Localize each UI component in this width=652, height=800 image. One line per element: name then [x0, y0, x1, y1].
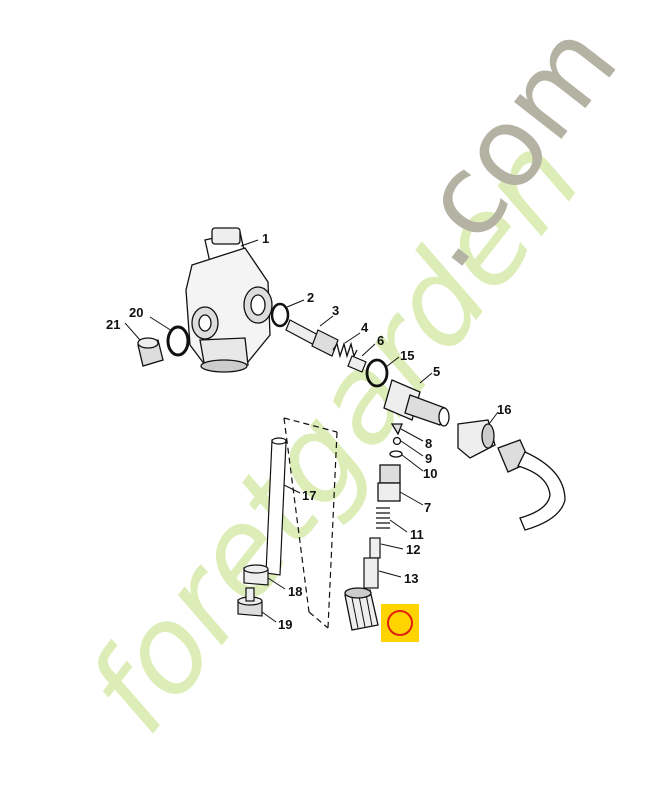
callout-7: 7 — [424, 500, 431, 515]
part-2-o-ring — [270, 302, 290, 328]
part-16-hose-nut — [457, 419, 566, 531]
part-20-seal-ring — [166, 325, 190, 357]
part-21-plug — [137, 337, 164, 367]
watermark: foretgarden .com — [61, 0, 641, 758]
part-3-valve-seat — [285, 319, 339, 357]
callout-8: 8 — [425, 436, 432, 451]
callout-1: 1 — [262, 231, 269, 246]
part-17-tube — [265, 437, 287, 576]
highlight-marker — [381, 604, 419, 642]
callout-2: 2 — [307, 290, 314, 305]
callout-20: 20 — [129, 305, 143, 320]
part-7-fitting — [377, 464, 401, 502]
part-6-valve-cone — [347, 355, 367, 373]
callout-21: 21 — [106, 317, 120, 332]
callout-12: 12 — [406, 542, 420, 557]
callout-13: 13 — [404, 571, 418, 586]
part-18-clamp — [243, 564, 269, 586]
callout-9: 9 — [425, 451, 432, 466]
parts-8-9-10-small-seals — [389, 423, 403, 458]
part-15-o-ring — [365, 358, 389, 388]
callout-11: 11 — [410, 527, 424, 542]
callout-15: 15 — [400, 348, 414, 363]
part-1-valve-body — [185, 227, 273, 373]
part-13-nozzle-holder — [363, 557, 379, 589]
part-19-cap — [237, 587, 263, 617]
callout-6: 6 — [377, 333, 384, 348]
part-12-piston — [369, 537, 381, 559]
dashed-group-box — [283, 417, 338, 629]
part-11-spring — [376, 507, 390, 529]
callout-10: 10 — [423, 466, 437, 481]
leader-lines — [124, 239, 499, 623]
callout-3: 3 — [332, 303, 339, 318]
part-14-knurled-nut — [344, 587, 379, 631]
callout-numbers: 1 2 3 4 6 15 5 16 8 9 10 7 11 12 13 17 1… — [106, 231, 511, 632]
callout-18: 18 — [288, 584, 302, 599]
callout-5: 5 — [433, 364, 440, 379]
callout-17: 17 — [302, 488, 316, 503]
callout-4: 4 — [361, 320, 369, 335]
part-5-connector — [383, 379, 450, 427]
callout-19: 19 — [278, 617, 292, 632]
callout-16: 16 — [497, 402, 511, 417]
part-4-spring — [332, 341, 358, 359]
